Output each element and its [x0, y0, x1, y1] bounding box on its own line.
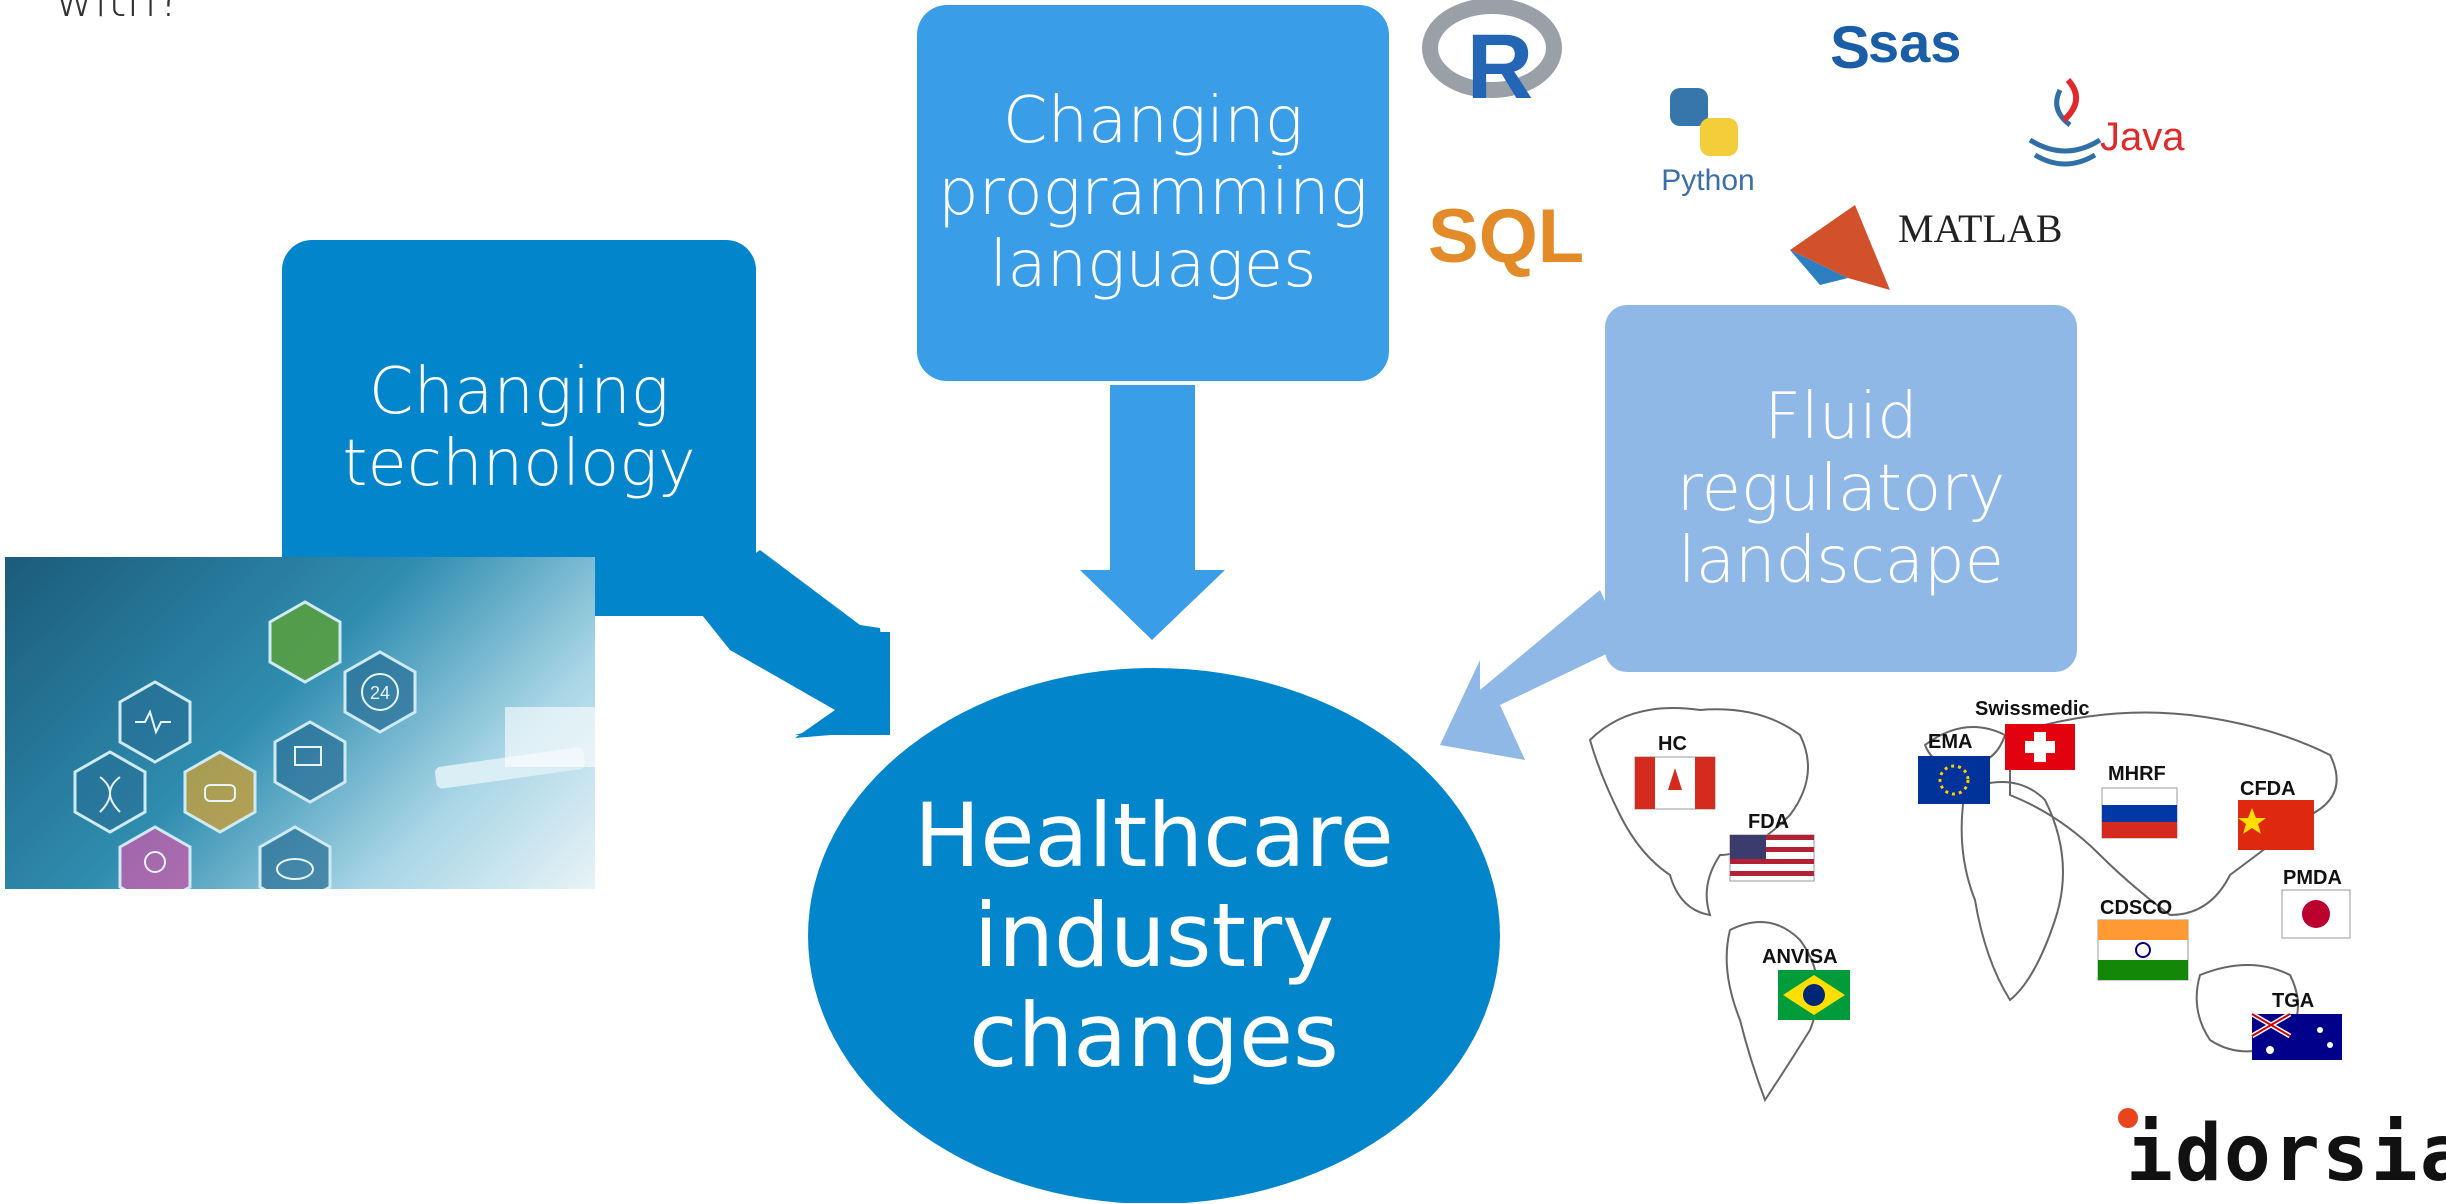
heartbeat-hexagon	[118, 680, 192, 764]
hexagon-icons: 24	[73, 600, 595, 889]
technology-image: 24	[5, 557, 595, 889]
box-changing-programming-languages: Changing programming languages	[917, 5, 1389, 381]
clock24-hexagon	[343, 650, 417, 734]
hand-hexagon	[268, 600, 342, 684]
vr-hexagon	[183, 750, 257, 834]
box-regulatory-label: Fluid regulatory landscape	[1676, 379, 2006, 598]
arrow-from-programming	[1080, 385, 1225, 640]
center-ellipse	[808, 668, 1500, 1203]
box-fluid-regulatory-landscape: Fluid regulatory landscape	[1605, 305, 2077, 672]
arrow-from-regulatory	[1440, 590, 1625, 760]
logo-dot-icon	[2118, 1108, 2138, 1128]
center-label: Healthcare industry changes	[914, 784, 1394, 1087]
center-label-wrap: Healthcare industry changes	[808, 668, 1500, 1204]
box-technology-label: Changing technology	[342, 355, 696, 501]
box-programming-label: Changing programming languages	[937, 84, 1369, 302]
idorsia-logo: idorsia	[2118, 1108, 2446, 1203]
devices-hexagon	[273, 720, 347, 804]
box-changing-technology: Changing technology	[282, 240, 756, 616]
person-hexagon	[118, 825, 192, 889]
clock-24-text: 24	[370, 683, 390, 703]
partial-heading-text: with?	[55, 0, 183, 28]
logo-wordmark: idorsia	[2126, 1109, 2446, 1199]
